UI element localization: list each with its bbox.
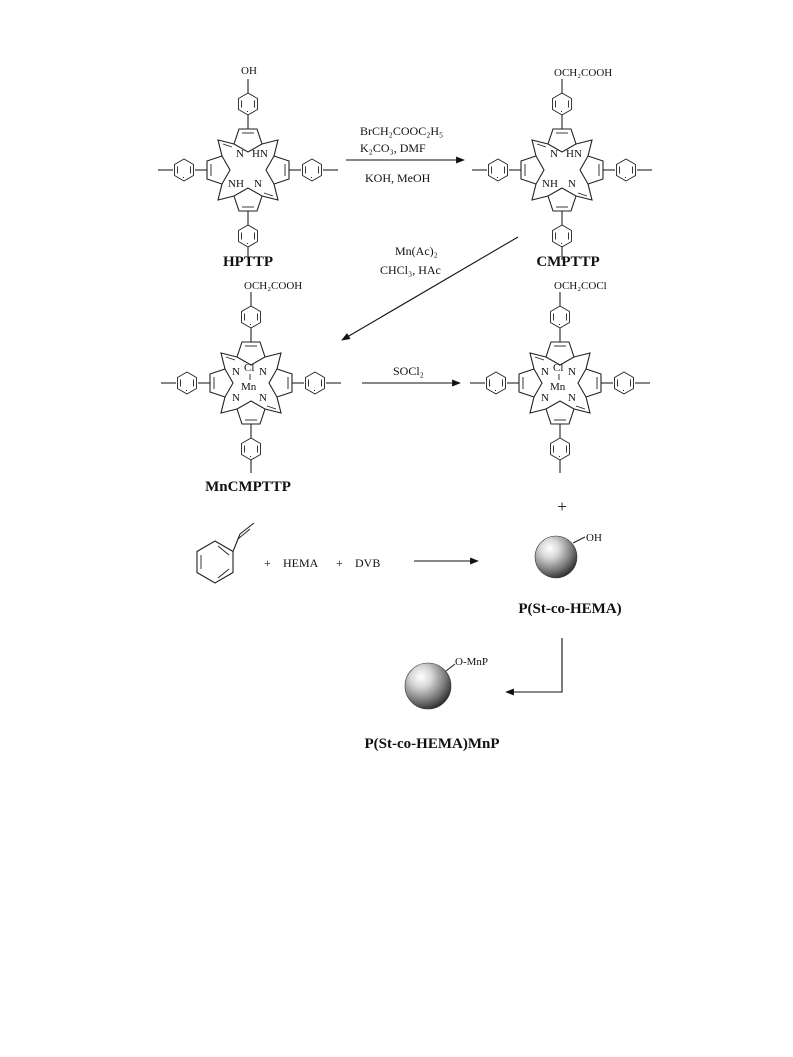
arrow-coupling <box>505 638 563 696</box>
atom-n: N <box>232 392 240 404</box>
atom-n: N <box>259 366 267 378</box>
mncmpttp-structure: Cl Mn N N N N OCH₂COOH <box>161 280 341 473</box>
substituent-oh: OH <box>241 65 257 77</box>
label-product: P(St-co-HEMA)MnP <box>365 736 500 752</box>
atom-nh: NH <box>228 178 244 190</box>
atom-n: N <box>236 148 244 160</box>
atom-n: N <box>259 392 267 404</box>
atom-cl: Cl <box>244 362 254 374</box>
polymer-bead: OH <box>534 532 602 579</box>
label-polymer: P(St-co-HEMA) <box>518 601 621 617</box>
atom-hn: HN <box>252 148 268 160</box>
substituent-chloroacetoxy: OCH₂COCl <box>554 280 607 292</box>
atom-nh: NH <box>542 178 558 190</box>
reagent-step1-3: KOH, MeOH <box>365 171 431 185</box>
atom-n: N <box>550 148 558 160</box>
monomer-hema: HEMA <box>283 556 319 570</box>
atom-n: N <box>541 366 549 378</box>
plus-coupling: + <box>557 497 567 516</box>
styrene-structure <box>196 522 255 584</box>
atom-mn: Mn <box>241 381 257 393</box>
reagent-step3: SOCl₂ <box>393 364 424 378</box>
cmpttp-structure: N HN NH N OCH₂COOH <box>472 67 652 260</box>
acyl-chloride-structure: Cl Mn N N N N OCH₂COCl <box>470 280 650 473</box>
atom-n: N <box>568 178 576 190</box>
reagent-step1-2: K₂CO₃, DMF <box>360 141 426 155</box>
substituent-carboxymethoxy: OCH₂COOH <box>554 67 612 79</box>
product-bead: O-MnP <box>404 656 488 710</box>
label-mncmpttp: MnCMPTTP <box>205 479 291 495</box>
reagent-step2-2: CHCl₃, HAc <box>380 263 441 277</box>
substituent-carboxymethoxy: OCH₂COOH <box>244 280 302 292</box>
label-cmpttp: CMPTTP <box>536 254 599 270</box>
atom-hn: HN <box>566 148 582 160</box>
label-hpttp: HPTTP <box>223 254 273 270</box>
atom-n: N <box>232 366 240 378</box>
plus-1: + <box>264 556 271 570</box>
reagent-step2-1: Mn(Ac)₂ <box>395 244 438 258</box>
crosslinker-dvb: DVB <box>355 556 380 570</box>
atom-n: N <box>568 392 576 404</box>
plus-2: + <box>336 556 343 570</box>
atom-n: N <box>568 366 576 378</box>
arrow-step2 <box>341 236 519 341</box>
atom-n: N <box>541 392 549 404</box>
atom-mn: Mn <box>550 381 566 393</box>
reagent-step1-1: BrCH₂COOC₂H₅ <box>360 124 443 138</box>
substituent-o-mnp: O-MnP <box>455 656 488 668</box>
atom-n: N <box>254 178 262 190</box>
atom-cl: Cl <box>553 362 563 374</box>
hpttp-structure: N HN NH N OH <box>158 65 338 260</box>
substituent-oh: OH <box>586 532 602 544</box>
